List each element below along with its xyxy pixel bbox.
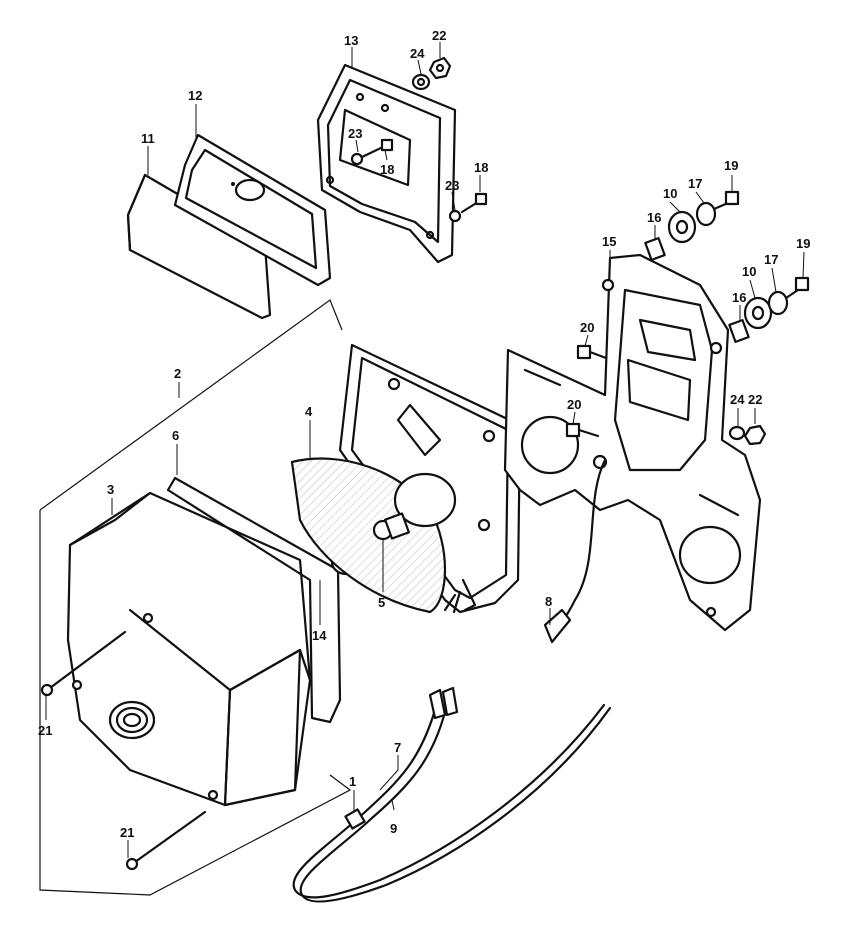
- callout-21-upper: 21: [38, 723, 52, 738]
- callout-7: 7: [394, 740, 401, 755]
- callout-24-lower: 24: [730, 392, 745, 407]
- callout-20-upper: 20: [580, 320, 594, 335]
- callout-11: 11: [141, 131, 155, 146]
- callout-5: 5: [378, 595, 385, 610]
- wire-harness-7-9: [292, 686, 612, 903]
- callout-22-lower: 22: [748, 392, 762, 407]
- collar-16-lower: [728, 319, 750, 343]
- callout-23-upper: 23: [348, 126, 362, 141]
- nut-22-upper: [428, 56, 452, 80]
- washer-17-lower: [767, 290, 789, 316]
- screw-18-lower: [448, 192, 488, 223]
- callout-18-lower: 18: [474, 160, 488, 175]
- callout-8: 8: [545, 594, 552, 609]
- callout-24-upper: 24: [410, 46, 425, 61]
- leader-lines: [45, 42, 805, 858]
- callout-19-lower: 19: [796, 236, 810, 251]
- lens-screw-21-upper: [40, 630, 127, 697]
- callout-4: 4: [305, 404, 313, 419]
- grommet-10-upper: [667, 210, 697, 244]
- washer-24-lower: [728, 425, 746, 441]
- lens-screw-21-lower: [125, 810, 207, 871]
- callout-16-upper: 16: [647, 210, 661, 225]
- reflector-gasket-part: [173, 133, 332, 287]
- callout-6: 6: [172, 428, 179, 443]
- callout-17-lower: 17: [764, 252, 778, 267]
- screw-18-upper: [350, 138, 394, 166]
- bolt-20-upper: [576, 344, 608, 360]
- nut-22-lower: [743, 424, 767, 446]
- callout-3: 3: [107, 482, 114, 497]
- callout-19-upper: 19: [724, 158, 738, 173]
- callout-1: 1: [349, 774, 356, 789]
- collar-16-upper: [644, 237, 666, 261]
- callout-12: 12: [188, 88, 202, 103]
- callout-21-lower: 21: [120, 825, 134, 840]
- callout-labels: 11 12 13 24 22 23 18 23 18 2 3 6 4 5 14 …: [38, 28, 810, 840]
- callout-23-lower: 23: [445, 178, 459, 193]
- grommet-10-lower: [743, 296, 773, 330]
- bolt-19-lower: [784, 276, 810, 300]
- callout-9: 9: [390, 821, 397, 836]
- callout-17-upper: 17: [688, 176, 702, 191]
- license-light-wire-8: [543, 458, 607, 644]
- lens-gasket-part: [166, 476, 342, 724]
- callout-16-lower: 16: [732, 290, 746, 305]
- washer-17-upper: [695, 201, 717, 227]
- bulb-socket-5-part: [372, 512, 410, 541]
- callout-10-lower: 10: [742, 264, 756, 279]
- callout-15: 15: [602, 234, 616, 249]
- callout-20-lower: 20: [567, 397, 581, 412]
- callout-14: 14: [312, 628, 327, 643]
- callout-10-upper: 10: [663, 186, 677, 201]
- socket-base-part: [290, 343, 522, 614]
- callout-13: 13: [344, 33, 358, 48]
- callout-22-upper: 22: [432, 28, 446, 43]
- callout-2: 2: [174, 366, 181, 381]
- tail-lens-part: [66, 491, 312, 807]
- bolt-19-upper: [712, 190, 740, 211]
- assembly-group-outline: [39, 299, 352, 896]
- callout-18-upper: 18: [380, 162, 394, 177]
- license-light-housing-part: [316, 63, 457, 264]
- washer-24-upper: [411, 73, 431, 91]
- mounting-bracket-part: [503, 253, 762, 632]
